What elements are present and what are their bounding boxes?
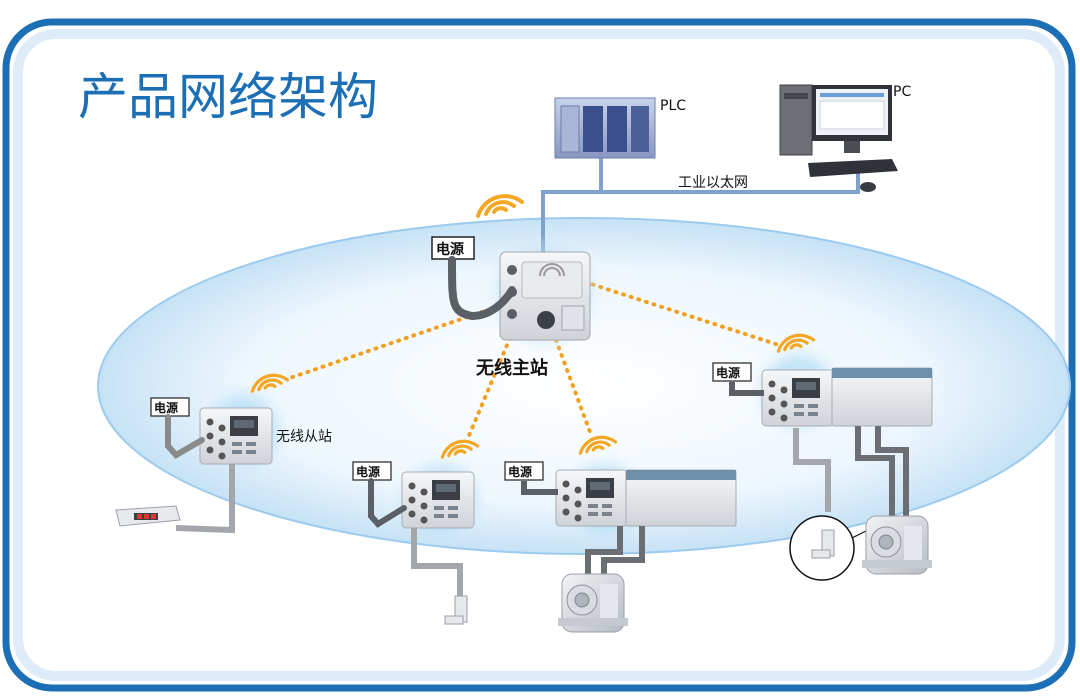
power-cable-icon [368,478,407,528]
plc-label: PLC [660,98,686,114]
air-tube [585,526,623,574]
signal-cable [175,464,235,534]
signal-cable [411,528,463,600]
diagram-title: 产品网络架构 [78,68,378,126]
pressure-switch-icon [115,505,181,527]
valve-manifold-icon [831,367,933,427]
air-tube [875,426,909,518]
power-label-box: 电源 [712,362,752,382]
air-tube [601,526,645,574]
cylinder-icon [861,515,933,575]
wireless-master-station-icon [499,251,591,341]
wireless-links [288,280,784,440]
plc-icon [554,97,656,159]
power-cable-icon [729,382,764,396]
power-label-box: 电源 [504,461,544,481]
power-cable-icon [165,414,205,459]
power-label-box: 电源 [150,397,190,417]
svg-text:电源: 电源 [356,464,380,479]
signal-cable [793,428,831,512]
svg-text:电源: 电源 [508,464,532,479]
wireless-slave-station-icon [401,471,475,529]
air-tube [855,426,895,518]
pc-label: PC [893,84,911,100]
valve-manifold-icon [625,469,737,527]
pc-icon [779,84,898,192]
power-label-box: 电源 [431,236,475,260]
svg-text:电源: 电源 [716,365,740,380]
wireless-slave-station-icon [199,407,273,465]
svg-text:电源: 电源 [154,400,178,415]
master-station-label: 无线主站 [476,357,548,379]
slave-station-label: 无线从站 [276,429,332,445]
wireless-slave-station-icon [555,469,629,527]
power-cable-icon [521,481,558,495]
power-label-box: 电源 [352,461,392,481]
ethernet-lines [541,157,860,255]
wireless-slave-station-icon [761,369,835,427]
ethernet-label: 工业以太网 [678,175,748,191]
svg-text:电源: 电源 [436,241,464,258]
cylinder-icon [557,573,629,633]
power-cable-icon [448,256,516,321]
